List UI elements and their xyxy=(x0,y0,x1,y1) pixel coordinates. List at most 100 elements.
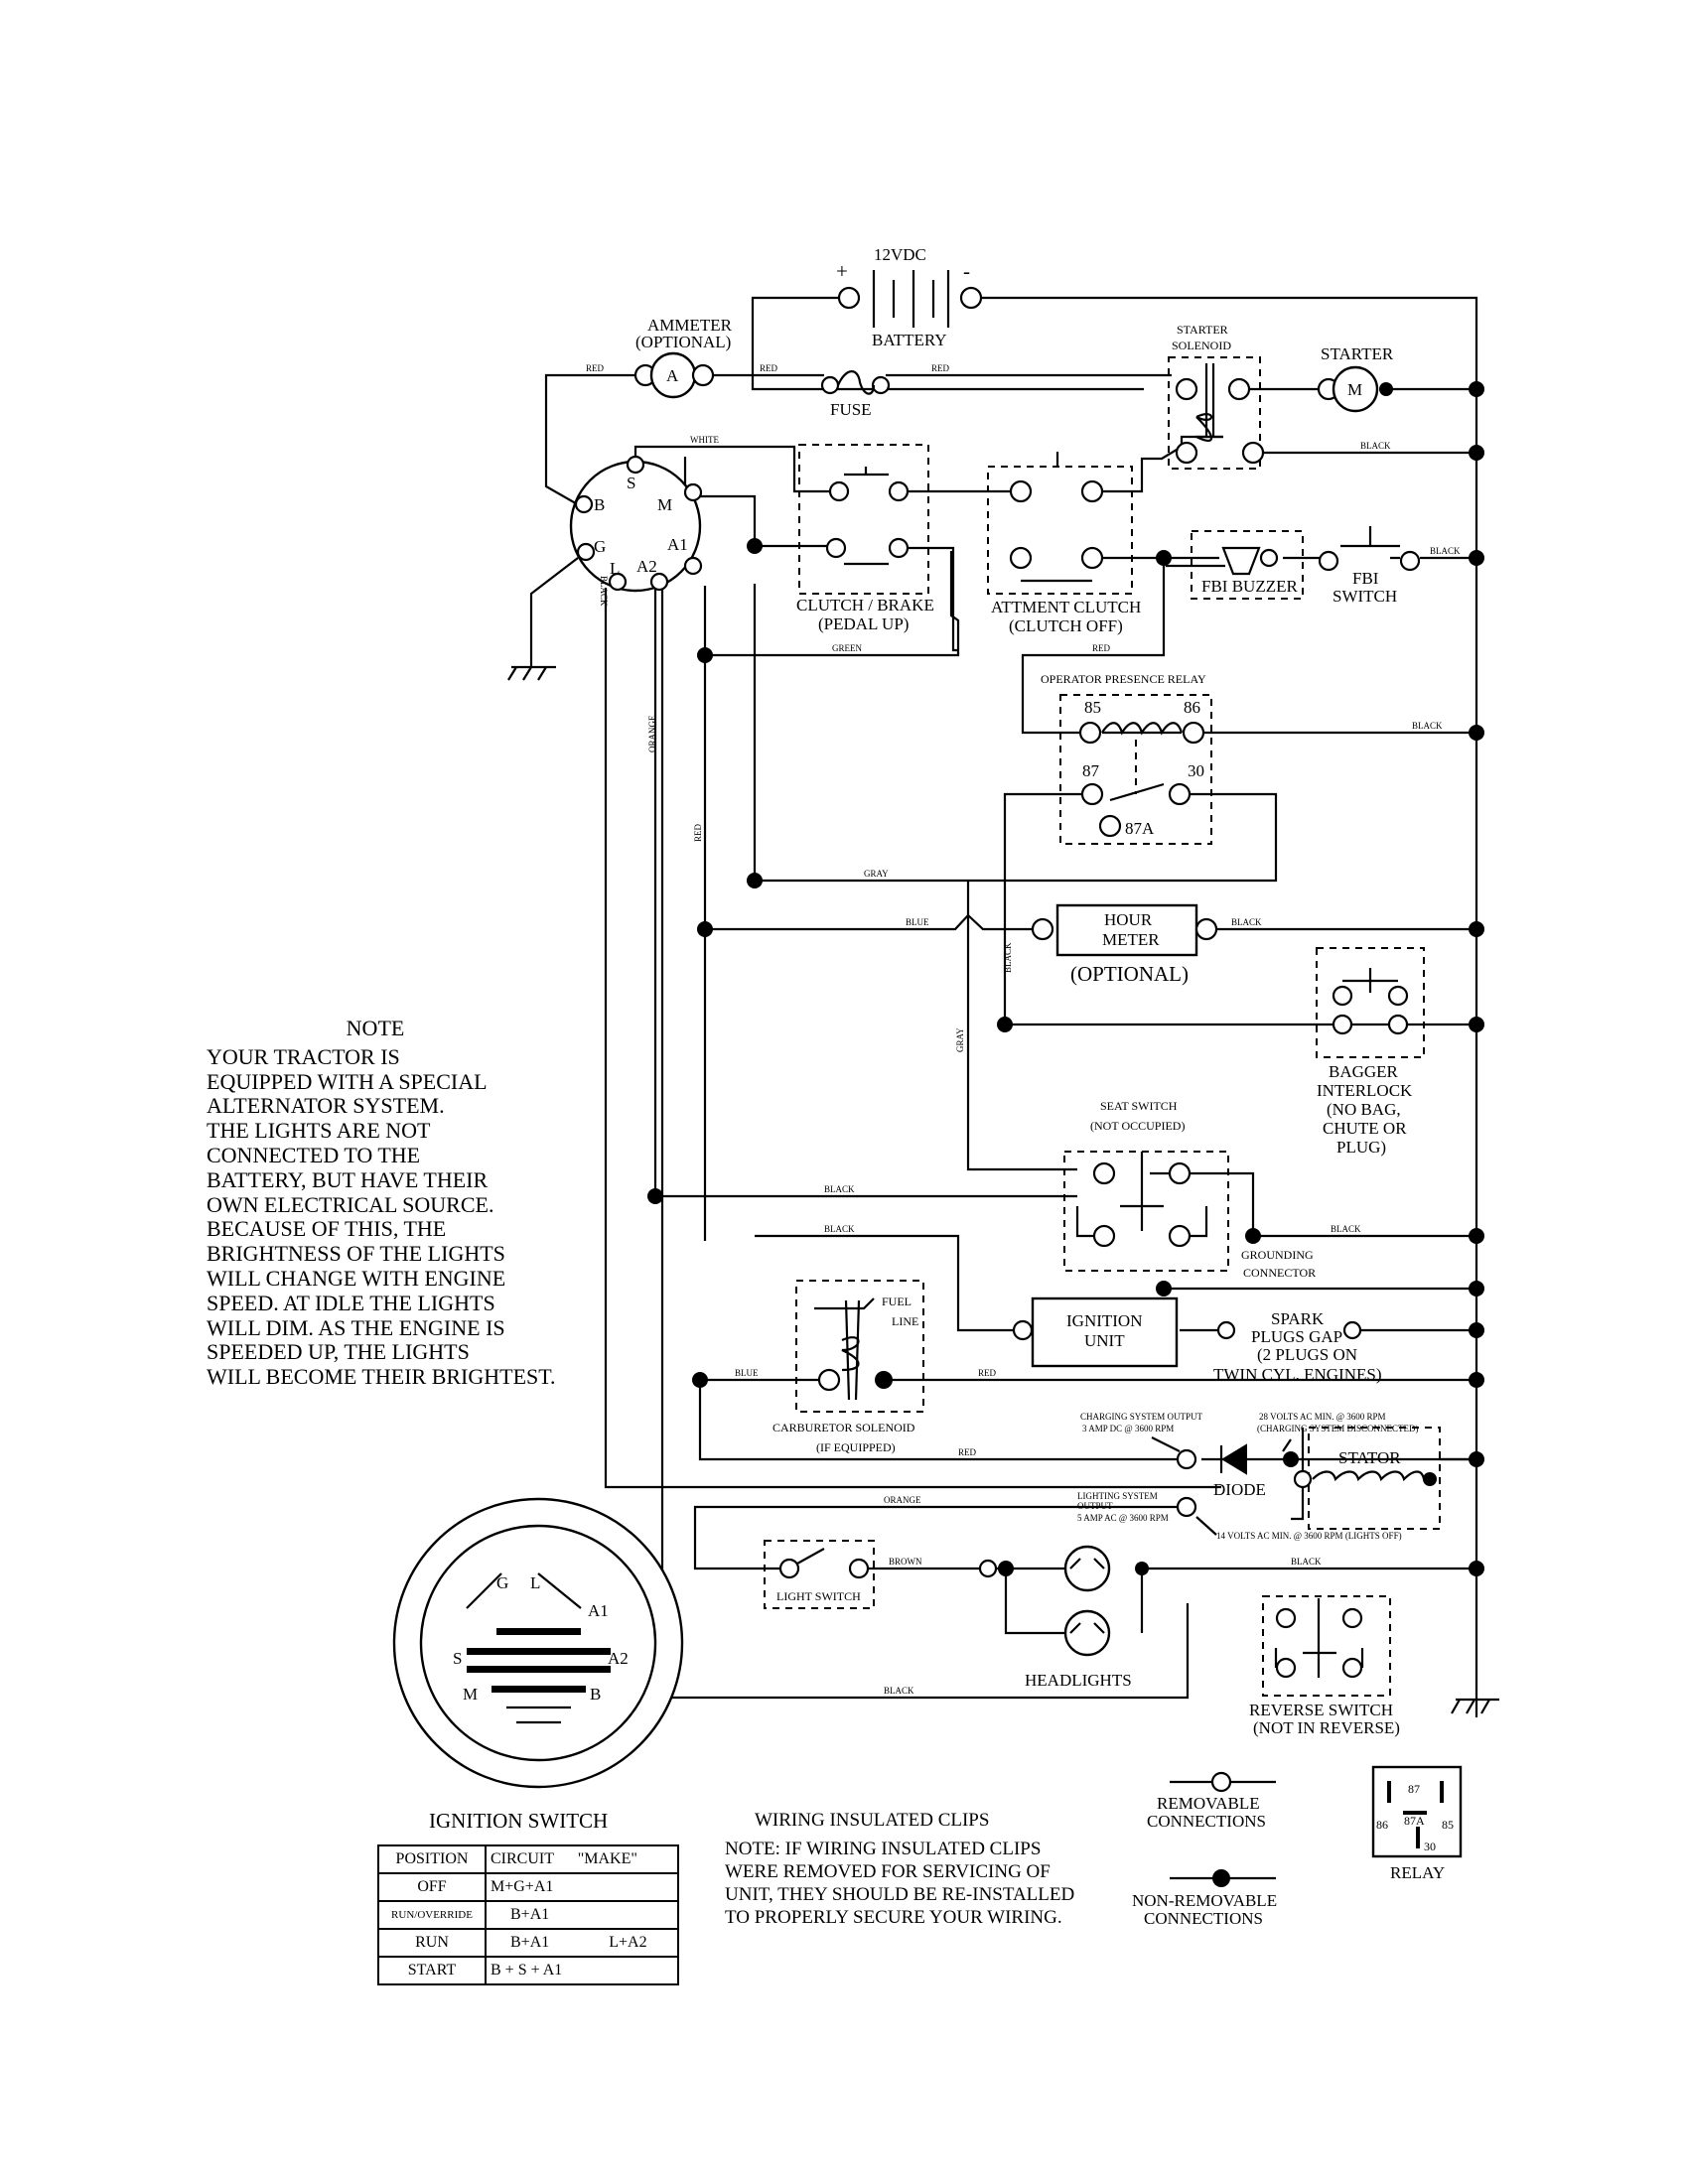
a2-black-wire xyxy=(660,588,1190,1700)
carb-line1: CARBURETOR SOLENOID xyxy=(772,1421,915,1434)
starter-solenoid-line1: STARTER xyxy=(1177,323,1228,337)
wiring-clips-note: WIRING INSULATED CLIPS NOTE: IF WIRING I… xyxy=(725,1809,1162,1929)
clips-line: UNIT, THEY SHOULD BE RE-INSTALLED xyxy=(725,1884,1075,1905)
row-circuit-value: M+G+A1 xyxy=(491,1878,554,1895)
relay-30-wire xyxy=(755,792,1278,883)
ignition-switch-terminals: B S M G A1 L A2 xyxy=(569,455,703,593)
clips-line: NOTE: IF WIRING INSULATED CLIPS xyxy=(725,1839,1042,1859)
wire-label-black-2: BLACK xyxy=(1430,546,1461,556)
carb-fuel1: FUEL xyxy=(882,1295,912,1308)
header-make-label: "MAKE" xyxy=(577,1850,637,1867)
hour-meter-line2: METER xyxy=(1102,930,1160,949)
alternator-note: NOTE YOUR TRACTOR IS EQUIPPED WITH A SPE… xyxy=(207,1016,604,1390)
clutch-brake-line1: CLUTCH / BRAKE xyxy=(796,596,934,614)
wire-label-white: WHITE xyxy=(690,435,719,445)
wire-label-black-1: BLACK xyxy=(1360,441,1391,451)
terminal-a1: A1 xyxy=(667,535,688,554)
row-position: OFF xyxy=(377,1872,487,1902)
lighting-out1: LIGHTING SYSTEM xyxy=(1077,1491,1158,1501)
wire-label-blue-2: BLUE xyxy=(735,1368,759,1378)
seat-switch: SEAT SWITCH (NOT OCCUPIED) xyxy=(1063,1099,1229,1272)
row-circuit-value: B+A1 xyxy=(510,1906,550,1923)
battery-voltage: 12VDC xyxy=(874,245,926,264)
header-position: POSITION xyxy=(377,1844,487,1874)
bagger-line4: CHUTE OR xyxy=(1323,1119,1407,1138)
wire-label-black-switch: BLACK xyxy=(599,576,609,607)
carb-line2: (IF EQUIPPED) xyxy=(816,1440,896,1454)
ignition-switch-face: G L A1 A2 S M B xyxy=(392,1497,684,1789)
battery-positive-wire xyxy=(751,296,1144,391)
table-row: RUN/OVERRIDE B+A1 xyxy=(377,1900,679,1930)
fbi-switch: FBI SWITCH xyxy=(1318,526,1421,606)
clips-line: WERE REMOVED FOR SERVICING OF xyxy=(725,1861,1051,1882)
wire-label-black-10: BLACK xyxy=(1003,942,1013,973)
lighting-out2: OUTPUT xyxy=(1077,1501,1113,1511)
battery-negative-wire xyxy=(971,296,1478,1717)
wire-label-blue-1: BLUE xyxy=(906,917,929,927)
battery: 12VDC + - BATTERY xyxy=(836,245,983,349)
reverse-switch: REVERSE SWITCH (NOT IN REVERSE) xyxy=(1249,1595,1400,1737)
hour-meter-line1: HOUR xyxy=(1104,910,1153,929)
header-circuit-label: CIRCUIT xyxy=(491,1850,554,1867)
ignition-unit-line1: IGNITION xyxy=(1066,1311,1142,1330)
starter-solenoid: STARTER SOLENOID xyxy=(1168,323,1265,470)
starter-symbol: M xyxy=(1347,380,1362,399)
wire-label-black-8: BLACK xyxy=(1291,1557,1322,1567)
note-line: WILL DIM. AS THE ENGINE IS xyxy=(207,1314,505,1340)
bagger-line3: (NO BAG, xyxy=(1327,1100,1401,1119)
clips-line: TO PROPERLY SECURE YOUR WIRING. xyxy=(725,1907,1062,1928)
relay-87: 87 xyxy=(1082,761,1100,780)
charging-ac1: 28 VOLTS AC MIN. @ 3600 RPM xyxy=(1259,1412,1386,1422)
wire-labels: RED RED RED WHITE BLACK BLACK GREEN RED … xyxy=(586,363,1461,1696)
stator-label: STATOR xyxy=(1338,1448,1401,1467)
table-header-row: POSITION CIRCUIT "MAKE" xyxy=(377,1844,679,1874)
note-title: NOTE xyxy=(346,1016,405,1040)
relay-legend-87: 87 xyxy=(1408,1782,1420,1796)
spark-line2: PLUGS GAP xyxy=(1251,1327,1342,1346)
diode-label: DIODE xyxy=(1213,1480,1266,1499)
row-position: RUN xyxy=(377,1928,487,1958)
wire-label-red-4: RED xyxy=(1092,643,1111,653)
carb-fuel2: LINE xyxy=(892,1314,918,1328)
reverse-line1: REVERSE SWITCH xyxy=(1249,1701,1393,1719)
note-line: BECAUSE OF THIS, THE xyxy=(207,1216,447,1242)
battery-minus: - xyxy=(963,259,970,283)
diode: DIODE xyxy=(1213,1443,1299,1499)
legend-removable: REMOVABLE CONNECTIONS xyxy=(1147,1771,1276,1831)
terminal-m: M xyxy=(657,495,672,514)
relay-87-wire xyxy=(1003,792,1092,981)
fbi-buzzer: FBI BUZZER xyxy=(1191,530,1304,600)
wire-label-red-1: RED xyxy=(586,363,605,373)
spark-line3: (2 PLUGS ON xyxy=(1257,1345,1357,1364)
wire-label-red-5: RED xyxy=(978,1368,997,1378)
light-switch-label: LIGHT SWITCH xyxy=(776,1589,861,1603)
note-line: BRIGHTNESS OF THE LIGHTS xyxy=(207,1241,505,1267)
bagger-interlock: BAGGER INTERLOCK (NO BAG, CHUTE OR PLUG) xyxy=(1316,947,1425,1157)
seat-switch-line2: (NOT OCCUPIED) xyxy=(1090,1119,1185,1133)
lighting-output: LIGHTING SYSTEM OUTPUT 5 AMP AC @ 3600 R… xyxy=(1077,1491,1402,1541)
bagger-line1: BAGGER xyxy=(1329,1062,1399,1081)
table-row: START B + S + A1 xyxy=(377,1956,679,1985)
grounding-line1: GROUNDING xyxy=(1241,1248,1314,1262)
row-circuit-value: B + S + A1 xyxy=(491,1962,563,1979)
wire-label-green: GREEN xyxy=(832,643,862,653)
face-m: M xyxy=(463,1685,478,1704)
grounding-line2: CONNECTOR xyxy=(1243,1266,1316,1280)
junction-dots xyxy=(647,381,1484,1576)
note-line: WILL BECOME THEIR BRIGHTEST. xyxy=(207,1364,556,1390)
face-g: G xyxy=(496,1573,508,1592)
relay-legend-label: RELAY xyxy=(1390,1863,1445,1882)
fuse: FUSE xyxy=(820,370,891,419)
wire-label-black-3: BLACK xyxy=(1412,721,1443,731)
note-line: SPEEDED UP, THE LIGHTS xyxy=(207,1339,470,1365)
relay-legend-86: 86 xyxy=(1376,1818,1388,1832)
note-line: OWN ELECTRICAL SOURCE. xyxy=(207,1191,494,1217)
wire-label-orange-2: ORANGE xyxy=(647,715,657,752)
ground-symbol-left xyxy=(507,665,556,681)
reverse-line2: (NOT IN REVERSE) xyxy=(1253,1718,1400,1737)
switch-ground-wire xyxy=(529,557,579,667)
note-line: THE LIGHTS ARE NOT xyxy=(207,1118,431,1144)
terminal-l: L xyxy=(610,559,620,578)
